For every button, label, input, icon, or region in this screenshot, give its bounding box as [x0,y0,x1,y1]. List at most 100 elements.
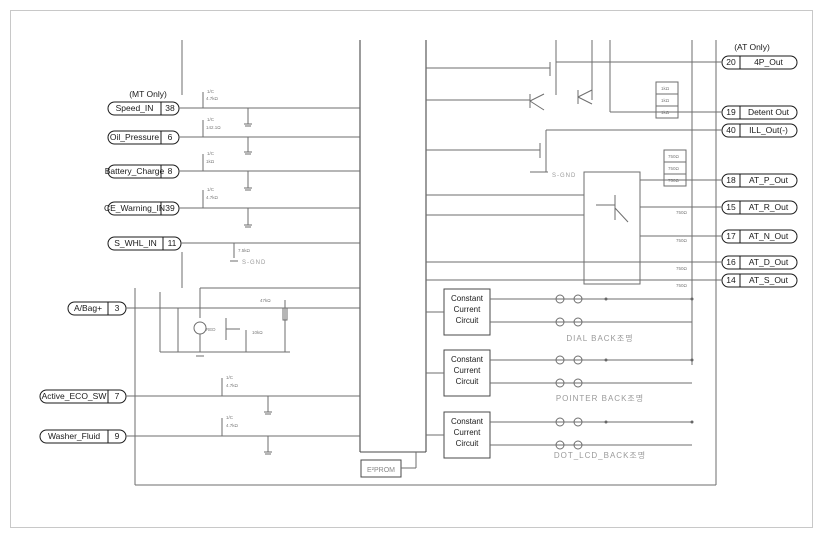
constant-current-box [443,288,491,336]
pin-number: 11 [168,238,177,248]
left-pin-oil-pressure: Oil_Pressure 6 [107,130,180,145]
pin-label: 4P_Out [754,57,783,67]
pin-number: 38 [165,103,175,113]
right-pin-4p-out: 20 4P_Out [721,55,798,70]
led-icon [573,317,583,327]
constant-current-text: Constant [451,417,484,426]
constant-current-text: Circuit [456,377,479,386]
pin-number: 15 [726,202,736,212]
constant-current-text: Circuit [456,316,479,325]
pin-label: AT_R_Out [749,202,789,212]
resistor-label: 4.7kΩ [206,195,219,200]
eeprom-label: E²PROM [367,467,395,474]
pin-number: 6 [168,132,173,142]
sgnd-label: S-GND [242,260,266,266]
svg-text:1/C: 1/C [207,117,215,122]
resistor-label: 750Ω [668,154,680,159]
input-filter-components: 1/C 4.7kΩ 1/C 142.1Ω 1/C 1kΩ 1/C 4.7kΩ 7… [202,89,272,455]
led-icon [555,440,565,450]
pin-number: 8 [168,166,173,176]
diagram-frame [10,10,813,528]
constant-current-text: Circuit [456,439,479,448]
sgnd-label: S-GND [552,173,576,179]
svg-text:1kΩ: 1kΩ [661,110,670,115]
pin-label: Detent Out [748,107,790,117]
led-icon [555,378,565,388]
mcu-block [359,40,427,453]
left-pin-a-bag-: A/Bag+ 3 [67,301,127,316]
resistor-label: 4.7kΩ [206,96,219,101]
pin-label: CE_Warning_IN [104,203,165,213]
pin-number: 19 [726,107,736,117]
right-output-wires [426,40,722,365]
svg-text:1/C: 1/C [207,151,215,156]
constant-current-box [443,411,491,459]
pin-label: A/Bag+ [74,303,102,313]
led-icon [573,355,583,365]
pin-label: Washer_Fluid [48,431,100,441]
constant-current-text: Current [454,366,481,375]
resistor-label: 750Ω [676,238,688,243]
svg-text:1kΩ: 1kΩ [661,86,670,91]
led-group-label: DIAL BACK조명 [566,333,633,343]
resistor-label: 750Ω [668,166,680,171]
led-icon [573,417,583,427]
resistor-label: 4.7kΩ [226,423,239,428]
right-pin-at-s-out: 14 AT_S_Out [721,273,798,288]
pin-label: AT_D_Out [749,257,789,267]
left-pin-s-whl-in: S_WHL_IN 11 [107,236,182,251]
pin-number: 39 [165,203,175,213]
constant-current-text: Current [454,428,481,437]
resistor-label: 1kΩ [206,159,215,164]
constant-current-box [443,349,491,397]
led-icon [555,355,565,365]
pin-label: S_WHL_IN [114,238,157,248]
pin-number: 3 [115,303,120,313]
resistor-label: 142.1Ω [206,125,221,130]
constant-current-text: Constant [451,355,484,364]
pin-label: AT_N_Out [749,231,789,241]
eeprom-block: E²PROM [360,452,417,478]
pin-number: 14 [726,275,736,285]
pin-number: 40 [726,125,736,135]
led-icon [555,417,565,427]
resistor-label: 47kΩ [260,298,271,303]
svg-text:RED: RED [206,327,216,332]
pin-number: 20 [726,57,736,67]
led-group-label: POINTER BACK조명 [556,393,644,403]
led-icon [573,440,583,450]
pin-label: AT_S_Out [749,275,789,285]
resistor-label: 750Ω [668,178,680,183]
led-group-label: DOT_LCD_BACK조명 [554,450,646,460]
resistor-ladders: 1kΩ 1kΩ 1kΩ 750Ω 750Ω 750Ω 750Ω 750Ω 750… [655,81,688,288]
pin-label: Oil_Pressure [110,132,159,142]
left-input-wires [126,107,360,437]
resistor-label: 750Ω [676,266,688,271]
pin-label: AT_P_Out [749,175,789,185]
led-icon [573,294,583,304]
right-pin-at-r-out: 15 AT_R_Out [721,200,798,215]
resistor-label: 750Ω [676,283,688,288]
pin-number: 18 [726,175,736,185]
led-icon [555,317,565,327]
at-only-header: (AT Only) [734,42,770,52]
pin-number: 7 [115,391,120,401]
led-icon [573,378,583,388]
resistor-label: 7.5kΩ [238,248,251,253]
constant-current-text: Current [454,305,481,314]
svg-text:1/C: 1/C [226,375,234,380]
